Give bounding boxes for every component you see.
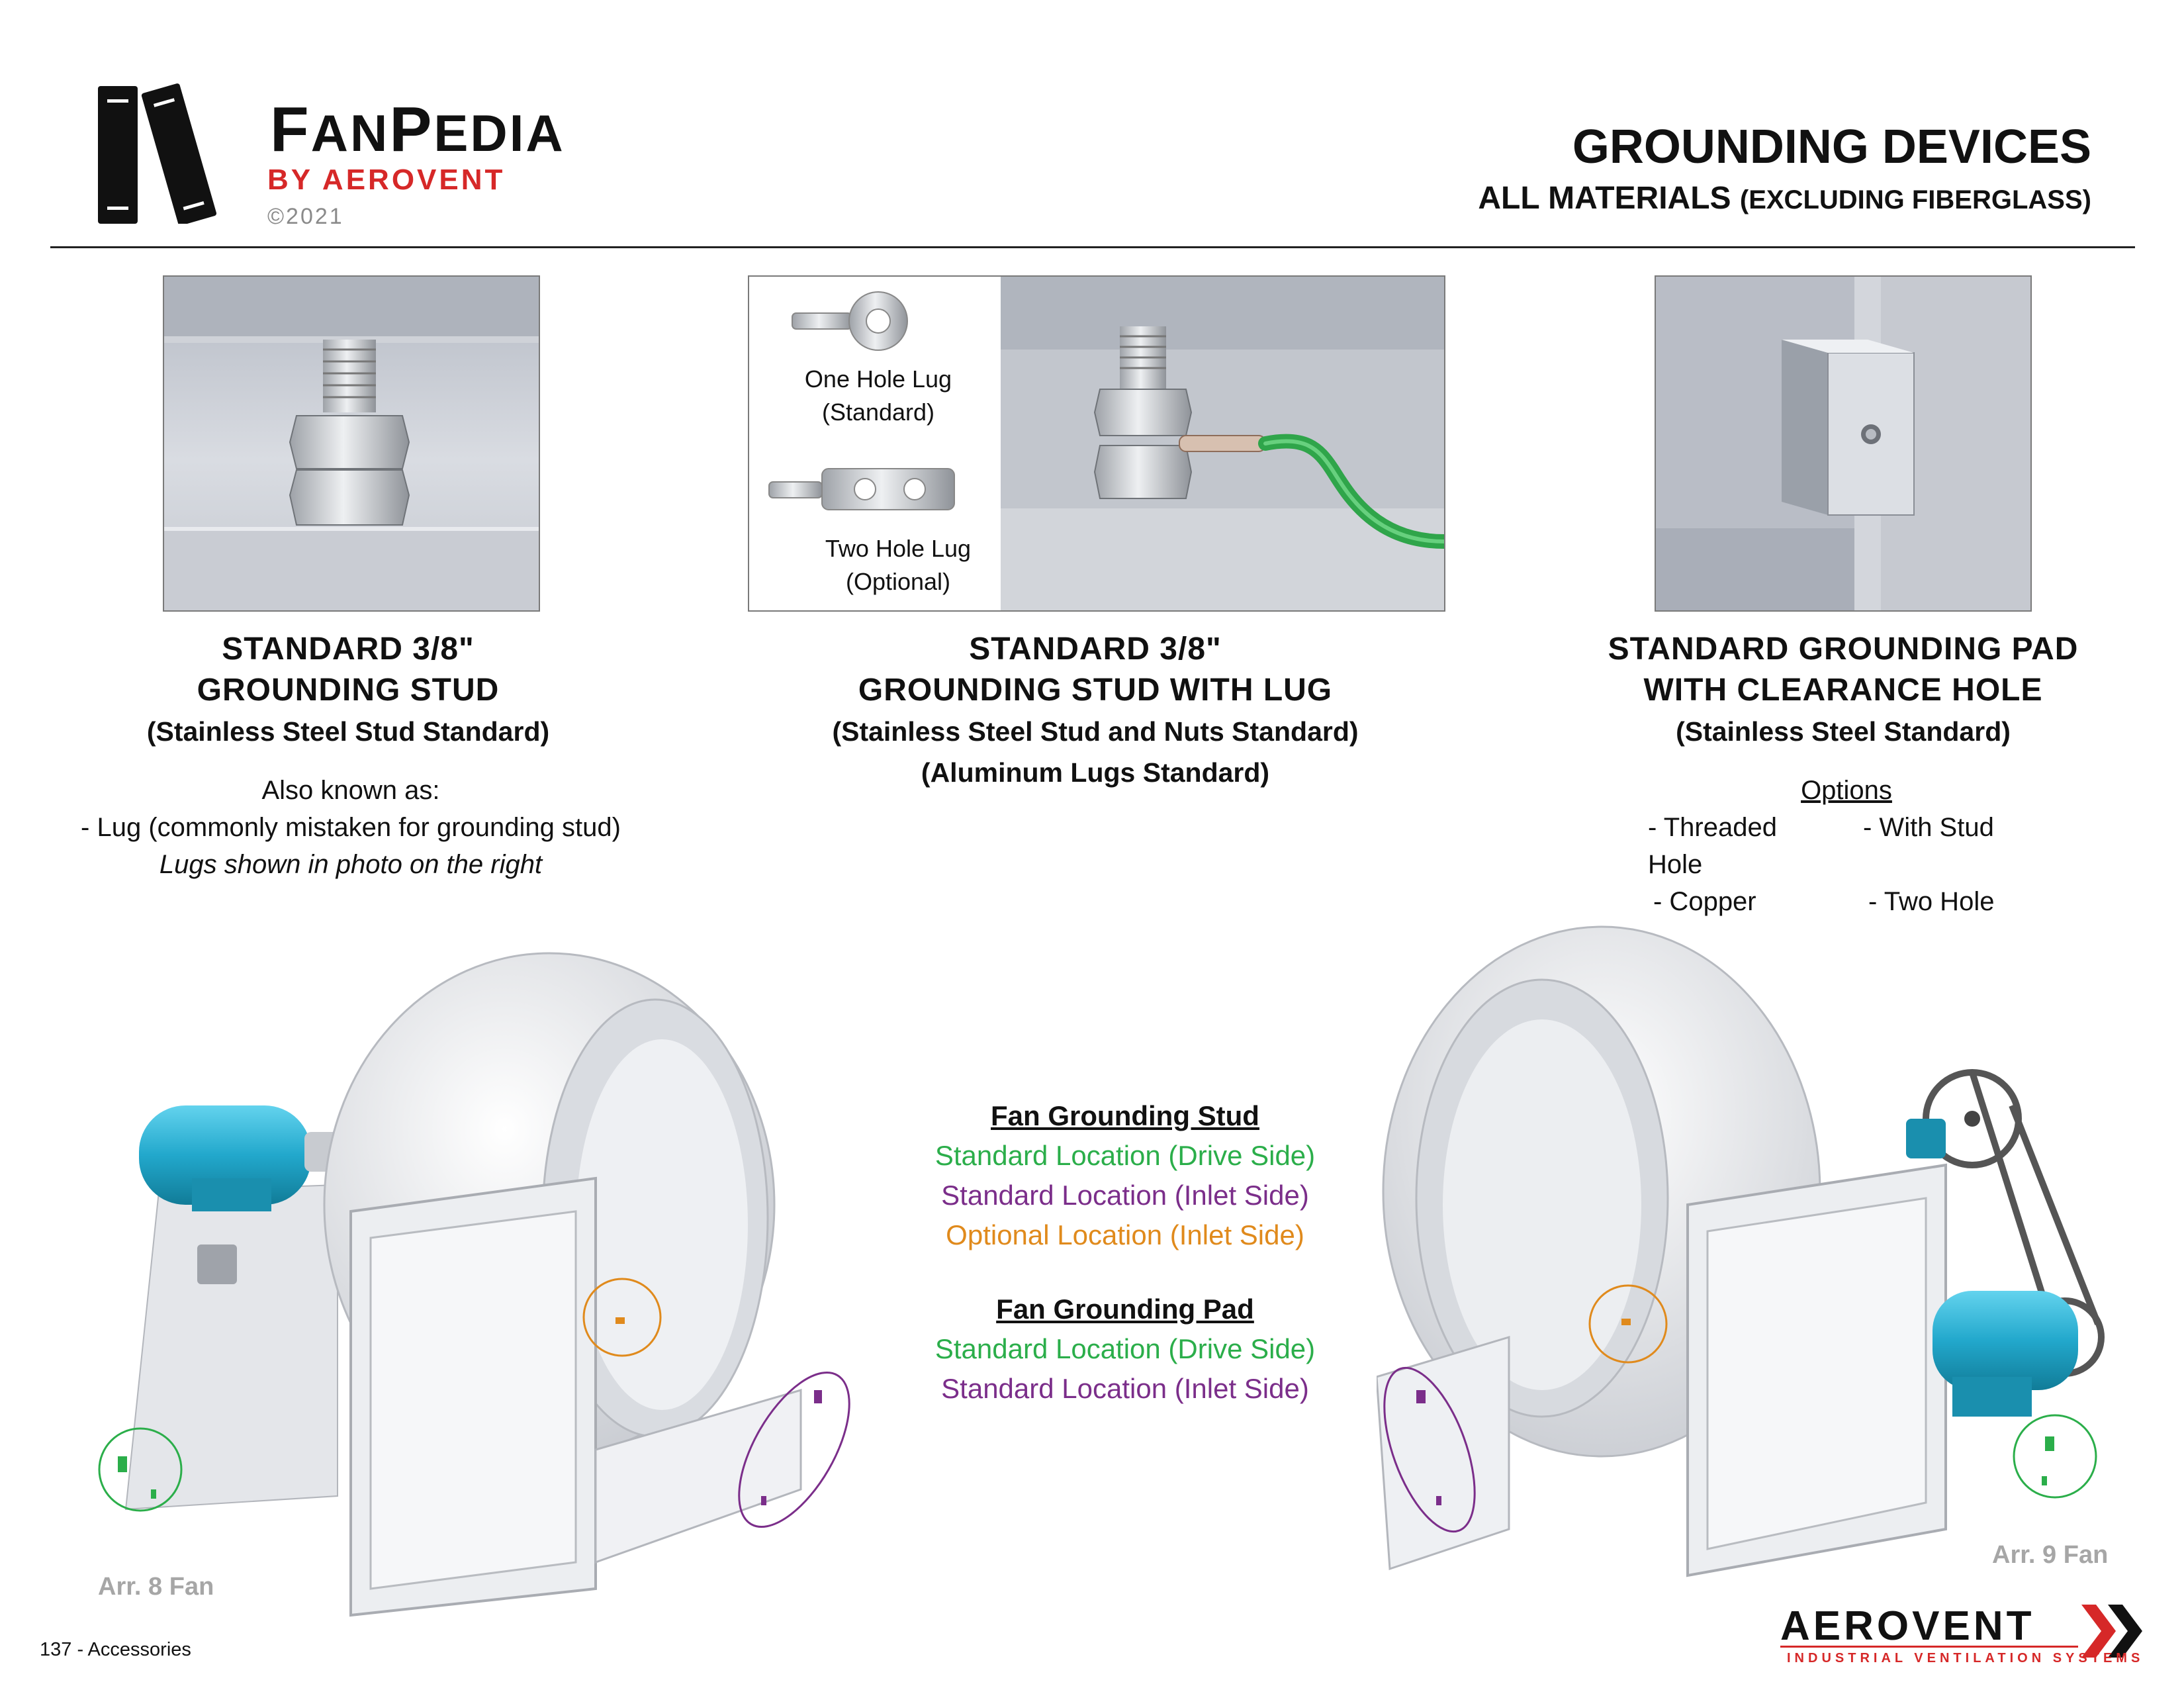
legend-stud-inlet: Standard Location (Inlet Side) (941, 1180, 1309, 1211)
legend-stud-drive: Standard Location (Drive Side) (934, 1140, 1316, 1171)
page-subtitle: ALL MATERIALS (EXCLUDING FIBERGLASS) (1478, 181, 2091, 216)
options-list: Options - Threaded Hole - With Stud - Co… (1648, 772, 2045, 920)
legend-pad-heading: Fan Grounding Pad (996, 1293, 1254, 1325)
option-item: - Copper (1653, 887, 1756, 916)
arr9-fan-illustration (1377, 925, 2105, 1577)
page-number: 137 - Accessories (40, 1639, 191, 1660)
also-known-as-note: Also known as: - Lug (commonly mistaken … (81, 776, 621, 879)
grounding-stud-with-lug-photo: One Hole Lug (Standard) Two Hole Lug (Op… (748, 275, 1445, 612)
page-title: GROUNDING DEVICES (1572, 120, 2091, 173)
aerovent-logo-text: AEROVENT (1780, 1603, 2035, 1649)
location-legend: Fan Grounding Stud Standard Location (Dr… (860, 1096, 1390, 1409)
stud-with-lug-caption: STANDARD 3/8" GROUNDING STUD WITH LUG (S… (832, 632, 1359, 788)
grounding-pad-illustration (1656, 277, 2030, 610)
one-hole-lug-label: One Hole Lug (Standard) (804, 365, 952, 426)
lug-illustration (768, 277, 1444, 610)
legend-pad-drive: Standard Location (Drive Side) (934, 1333, 1316, 1364)
two-hole-lug-label: Two Hole Lug (Optional) (825, 535, 972, 595)
aerovent-tagline: INDUSTRIAL VENTILATION SYSTEMS (1787, 1651, 2144, 1665)
option-item: - Two Hole (1868, 887, 1995, 916)
grounding-stud-photo (163, 275, 540, 612)
arr9-label: Arr. 9 Fan (1992, 1541, 2109, 1569)
arr8-fan-illustration (98, 952, 850, 1617)
legend-stud-heading: Fan Grounding Stud (991, 1100, 1259, 1131)
brand-name: FANPEDIA (270, 94, 565, 165)
options-heading: Options (1801, 776, 1892, 805)
footer-logo-rule (1780, 1646, 2078, 1648)
legend-stud-optional: Optional Location (Inlet Side) (946, 1219, 1304, 1250)
option-item: - With Stud (1863, 813, 1994, 842)
grounding-pad-caption: STANDARD GROUNDING PAD WITH CLEARANCE HO… (1608, 632, 2079, 747)
brand-copyright: ©2021 (267, 204, 344, 229)
arr8-label: Arr. 8 Fan (98, 1573, 214, 1601)
header-divider (50, 246, 2135, 248)
legend-pad-inlet: Standard Location (Inlet Side) (941, 1373, 1309, 1404)
aerovent-chevron-icon (2081, 1605, 2142, 1658)
grounding-pad-photo (1655, 275, 2032, 612)
fanpedia-books-logo (98, 83, 217, 224)
option-item: - Threaded Hole (1648, 813, 1777, 879)
stud-caption: STANDARD 3/8" GROUNDING STUD (Stainless … (146, 632, 550, 747)
brand-byline: BY AEROVENT (267, 164, 506, 196)
grounding-stud-illustration (164, 277, 539, 610)
